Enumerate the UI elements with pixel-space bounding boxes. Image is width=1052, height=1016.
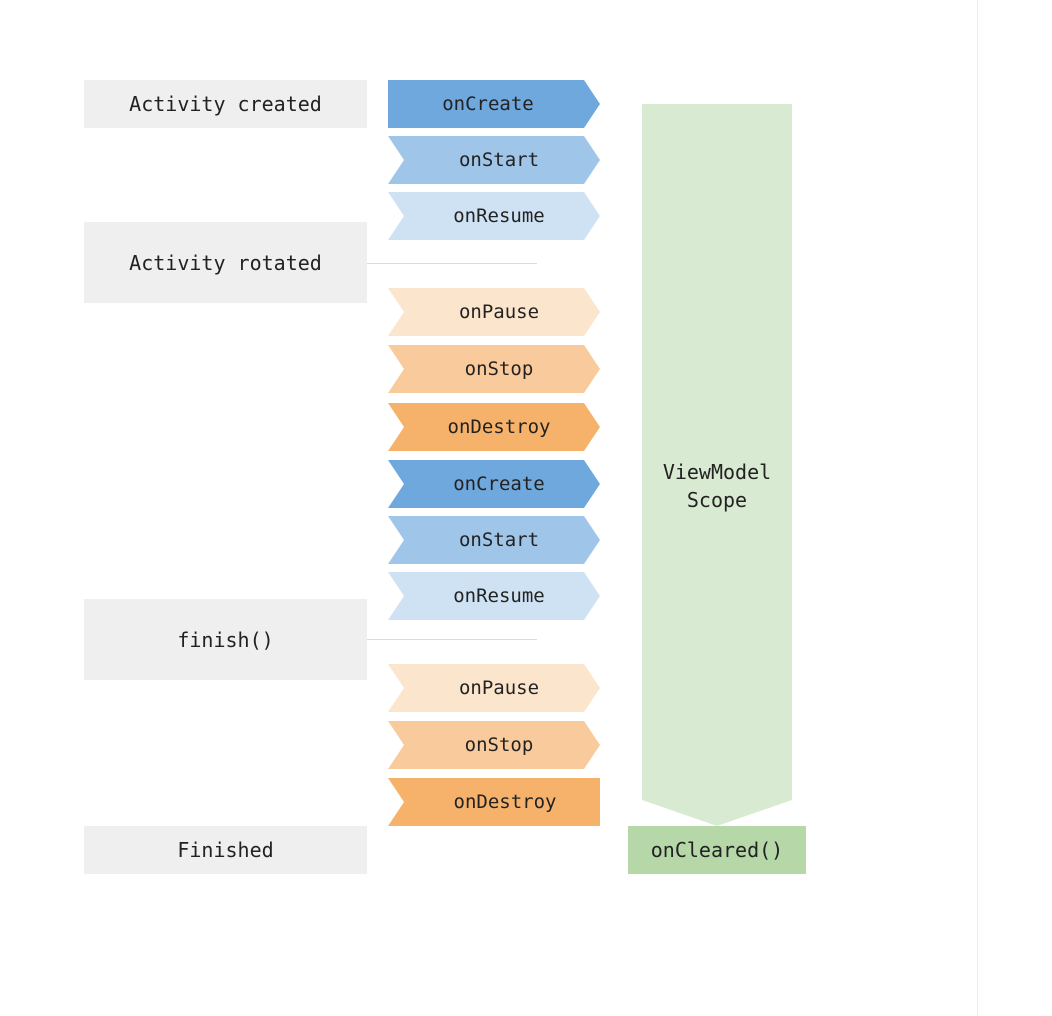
- viewmodel-scope-bar: [642, 104, 792, 826]
- viewmodel-scope-label: ViewModel Scope: [642, 458, 792, 514]
- scope-label-line1: ViewModel: [662, 460, 772, 484]
- callback-label: onStart: [458, 149, 540, 171]
- chevron-shape: [388, 516, 600, 564]
- oncleared-box: onCleared(): [628, 826, 806, 874]
- callback-label: onStop: [464, 358, 534, 380]
- chevron-shape: [388, 721, 600, 769]
- chevron-shape: [388, 403, 600, 451]
- page-edge-divider: [977, 0, 978, 1016]
- chevron-shape: [388, 136, 600, 184]
- scope-arrow-shape: [642, 104, 792, 826]
- callback-onresume-2: onResume: [388, 572, 600, 620]
- callback-onstop-2: onStop: [388, 721, 600, 769]
- state-activity-rotated: Activity rotated: [84, 222, 367, 303]
- chevron-shape: [388, 778, 600, 826]
- chevron-shape: [388, 345, 600, 393]
- callback-label: onPause: [458, 301, 540, 323]
- callback-label: onStart: [458, 529, 540, 551]
- callback-label: onResume: [453, 585, 545, 607]
- callback-onpause-1: onPause: [388, 288, 600, 336]
- callback-onpause-2: onPause: [388, 664, 600, 712]
- callback-onstart-2: onStart: [388, 516, 600, 564]
- callback-oncreate-2: onCreate: [388, 460, 600, 508]
- connector-finish: [367, 639, 537, 640]
- scope-label-line2: Scope: [686, 488, 748, 512]
- state-finished: Finished: [84, 826, 367, 874]
- chevron-shape: [388, 572, 600, 620]
- callback-ondestroy-1: onDestroy: [388, 403, 600, 451]
- chevron-shape: [388, 460, 600, 508]
- callback-onstop-1: onStop: [388, 345, 600, 393]
- callback-label: onDestroy: [447, 416, 551, 438]
- callback-oncreate-1: onCreate: [388, 80, 600, 128]
- chevron-shape: [388, 664, 600, 712]
- callback-label: onPause: [458, 677, 540, 699]
- callback-label: onCreate: [453, 473, 545, 495]
- chevron-shape: [388, 80, 600, 128]
- state-finish: finish(): [84, 599, 367, 680]
- connector-rotated: [367, 263, 537, 264]
- chevron-shape: [388, 192, 600, 240]
- callback-onresume-1: onResume: [388, 192, 600, 240]
- callback-label: onStop: [464, 734, 534, 756]
- callback-onstart-1: onStart: [388, 136, 600, 184]
- callback-label: onCreate: [442, 93, 534, 115]
- state-activity-created: Activity created: [84, 80, 367, 128]
- callback-ondestroy-2: onDestroy: [388, 778, 600, 826]
- callback-label: onResume: [453, 205, 545, 227]
- callback-label: onDestroy: [453, 791, 557, 813]
- chevron-shape: [388, 288, 600, 336]
